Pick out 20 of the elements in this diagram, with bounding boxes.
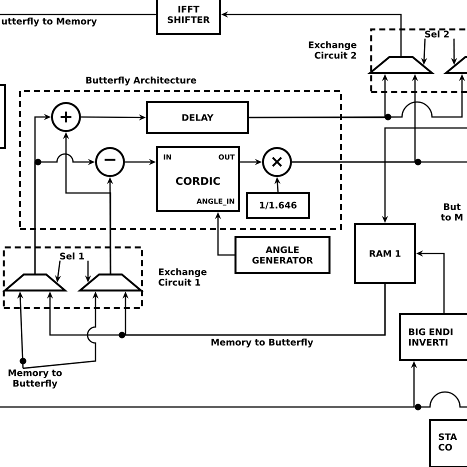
- process-box: BIG ENDI INVERTI: [399, 313, 467, 361]
- signal-label: utterfly to Memory: [2, 18, 97, 26]
- wire: [292, 161, 467, 163]
- signal-label: Memory to Butterfly: [8, 370, 62, 388]
- process-box: IFFT SHIFTER: [156, 0, 221, 35]
- signal-label: Sel 2: [425, 30, 449, 38]
- signal-label: But to M: [440, 203, 462, 221]
- process-box: STA CO: [429, 419, 467, 467]
- node-label: Exchange Circuit 2: [308, 41, 356, 59]
- process-box: [0, 84, 6, 149]
- process-box: ANGLE GENERATOR: [234, 236, 330, 274]
- process-box: DELAY: [146, 101, 249, 134]
- signal-label: Sel 1: [60, 252, 84, 260]
- node-label: Exchange Circuit 1: [158, 268, 206, 286]
- node-label: Butterfly Architecture: [86, 76, 196, 86]
- process-box: RAM 1: [354, 223, 416, 284]
- arrow: [122, 284, 386, 336]
- process-box: 1/1.646: [246, 192, 310, 219]
- signal-label: Memory to Butterfly: [212, 338, 314, 348]
- wire: [0, 14, 156, 16]
